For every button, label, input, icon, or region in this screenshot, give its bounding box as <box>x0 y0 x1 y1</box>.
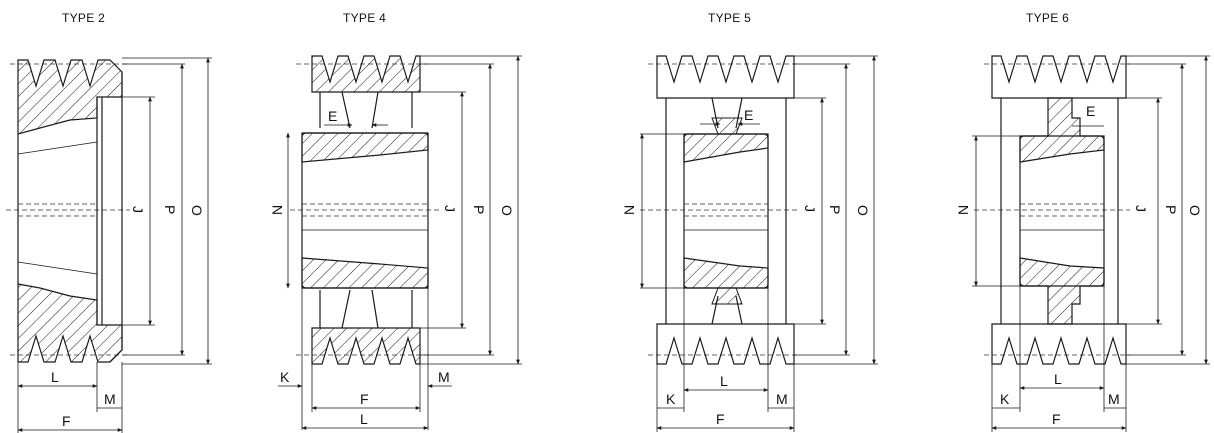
label-j: J <box>1133 205 1149 212</box>
rim-section-top <box>991 55 1127 99</box>
hub-section-top <box>301 132 429 163</box>
hub-section-top <box>683 133 769 163</box>
web-top <box>319 91 413 129</box>
web-hatch <box>711 117 743 305</box>
label-j: J <box>130 206 146 213</box>
panel-type-4: TYPE 4 E N J P <box>269 11 522 430</box>
label-o: O <box>1187 205 1203 216</box>
panel-type-5: TYPE 5 E N J P <box>621 11 878 432</box>
hub-section-bottom <box>301 257 429 289</box>
bore-taper-bottom <box>17 261 98 275</box>
label-f: F <box>62 413 71 429</box>
label-e: E <box>744 107 753 123</box>
label-f: F <box>716 411 725 427</box>
panel-type-6: TYPE 6 E N J P O <box>955 11 1210 432</box>
label-m: M <box>104 391 116 407</box>
label-k: K <box>666 391 676 407</box>
hub-section-bottom <box>683 257 769 289</box>
panel-title: TYPE 6 <box>1026 11 1069 25</box>
label-m: M <box>776 391 788 407</box>
label-l: L <box>720 373 728 389</box>
label-m: M <box>438 369 450 385</box>
rim-section-bottom <box>17 283 123 363</box>
rim-section-top <box>311 55 421 93</box>
label-o: O <box>189 205 205 216</box>
rim-section-top <box>17 59 123 135</box>
label-l: L <box>51 369 59 385</box>
label-e: E <box>1086 103 1095 119</box>
bore-taper-top <box>17 141 98 155</box>
rim-section-bottom <box>311 327 421 365</box>
web-section-bottom <box>1019 257 1105 325</box>
panel-title: TYPE 4 <box>343 11 386 25</box>
label-j: J <box>442 205 458 212</box>
label-n: N <box>621 205 637 215</box>
panel-title: TYPE 2 <box>62 11 105 25</box>
hub-outline <box>1019 135 1105 287</box>
panel-type-2: TYPE 2 J P O L <box>6 11 212 433</box>
label-o: O <box>499 205 515 216</box>
label-p: P <box>827 205 843 214</box>
label-p: P <box>162 205 178 214</box>
rim-section-bottom <box>656 323 795 365</box>
label-f: F <box>360 391 369 407</box>
label-n: N <box>955 205 971 215</box>
label-j: J <box>802 205 818 212</box>
label-p: P <box>1163 205 1179 214</box>
label-e: E <box>328 108 337 124</box>
label-n: N <box>269 205 285 215</box>
label-m: M <box>1108 391 1120 407</box>
label-k: K <box>1000 391 1010 407</box>
rim-section-bottom <box>991 323 1127 365</box>
label-p: P <box>471 205 487 214</box>
label-o: O <box>855 205 871 216</box>
label-k: K <box>280 369 290 385</box>
rim-section-top <box>656 55 795 99</box>
panel-title: TYPE 5 <box>708 11 751 25</box>
hub-outline <box>301 132 429 289</box>
label-l: L <box>360 411 368 427</box>
web-bottom <box>319 289 413 329</box>
web-outline <box>711 97 743 325</box>
label-f: F <box>1052 411 1061 427</box>
label-l: L <box>1054 371 1062 387</box>
